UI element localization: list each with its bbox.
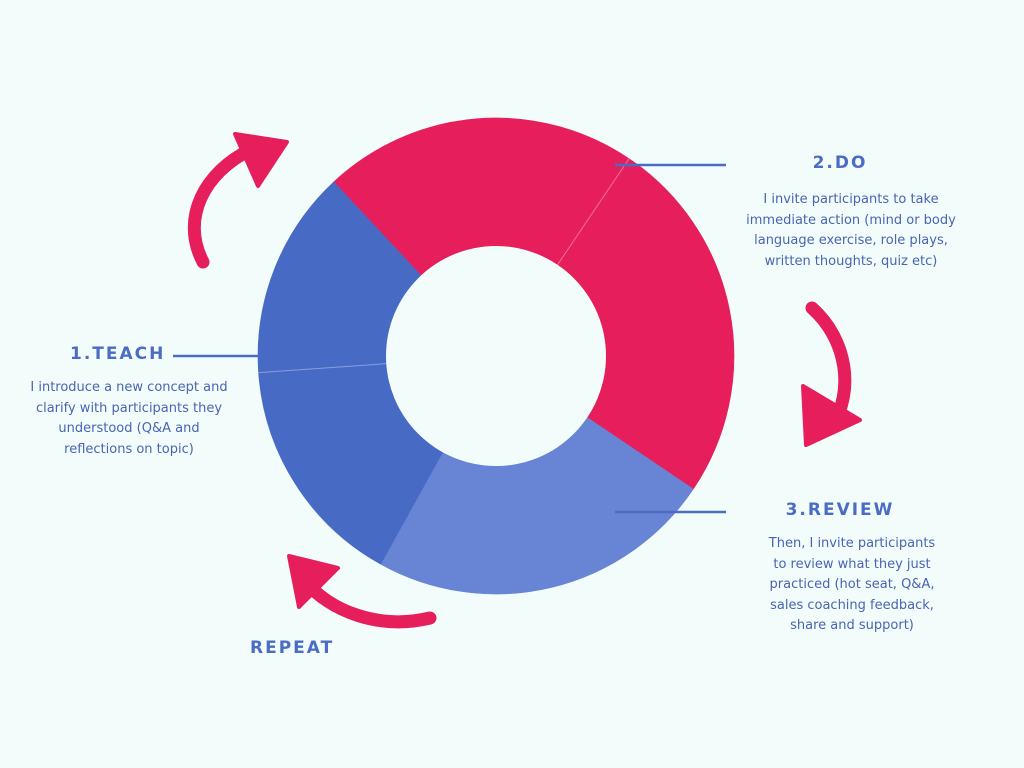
step-description-teach: I introduce a new concept and clarify wi… xyxy=(30,380,228,457)
donut-ring xyxy=(257,117,735,595)
segment-divider xyxy=(258,363,387,374)
curved-arrow-icon xyxy=(187,132,289,269)
step-title-review: 3.REVIEW xyxy=(785,500,895,520)
donut-center xyxy=(386,246,606,466)
curved-arrow-icon xyxy=(801,301,862,447)
step-title-teach: 1.TEACH xyxy=(70,344,166,364)
donut-segment-do-upper xyxy=(333,117,630,276)
step-title-repeat: REPEAT xyxy=(250,638,335,658)
curved-arrow-icon xyxy=(287,554,437,629)
segment-divider xyxy=(557,158,630,266)
step-description-do: I invite participants to take immediate … xyxy=(746,192,956,269)
step-title-do: 2.DO xyxy=(812,153,868,173)
step-description-review: Then, I invite participants to review wh… xyxy=(768,536,936,633)
